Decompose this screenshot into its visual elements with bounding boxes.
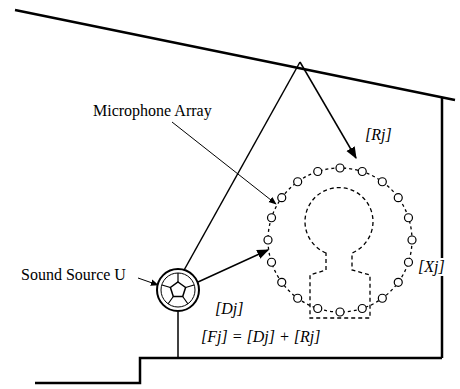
- head-outline: [305, 188, 373, 318]
- microphone: [336, 308, 344, 316]
- microphone: [278, 194, 286, 202]
- microphone: [378, 178, 386, 186]
- direct-path-dj: [198, 250, 268, 282]
- microphone: [404, 214, 412, 222]
- sound-source-symbol: [157, 269, 199, 311]
- microphone: [358, 304, 366, 312]
- microphone: [268, 258, 276, 266]
- microphone: [378, 294, 386, 302]
- microphone: [264, 236, 272, 244]
- microphone: [314, 304, 322, 312]
- microphone: [268, 214, 276, 222]
- array-signal-label: [Xj]: [417, 258, 446, 276]
- microphone: [336, 164, 344, 172]
- microphone: [294, 178, 302, 186]
- array-label: Microphone Array: [92, 102, 213, 120]
- source-stand: [177, 312, 179, 358]
- direct-label: [Dj]: [214, 300, 244, 318]
- microphone: [408, 236, 416, 244]
- reflected-path-up: [183, 62, 300, 272]
- ceiling-line: [15, 10, 455, 100]
- reflected-path-rj: [300, 62, 356, 158]
- array-ring: [268, 168, 412, 312]
- microphone: [394, 194, 402, 202]
- microphone: [394, 278, 402, 286]
- microphone: [404, 258, 412, 266]
- microphones: [264, 164, 416, 316]
- microphone: [358, 168, 366, 176]
- reflection-label: [Rj]: [364, 126, 393, 144]
- source-label: Sound Source U: [20, 266, 127, 284]
- floor-line: [35, 358, 442, 383]
- equation-label: [Fj] = [Dj] + [Rj]: [200, 328, 321, 346]
- microphone: [294, 294, 302, 302]
- right-wall: [441, 97, 444, 358]
- microphone: [278, 278, 286, 286]
- microphone: [314, 168, 322, 176]
- leader-line: [172, 122, 276, 204]
- leader-line: [138, 278, 158, 285]
